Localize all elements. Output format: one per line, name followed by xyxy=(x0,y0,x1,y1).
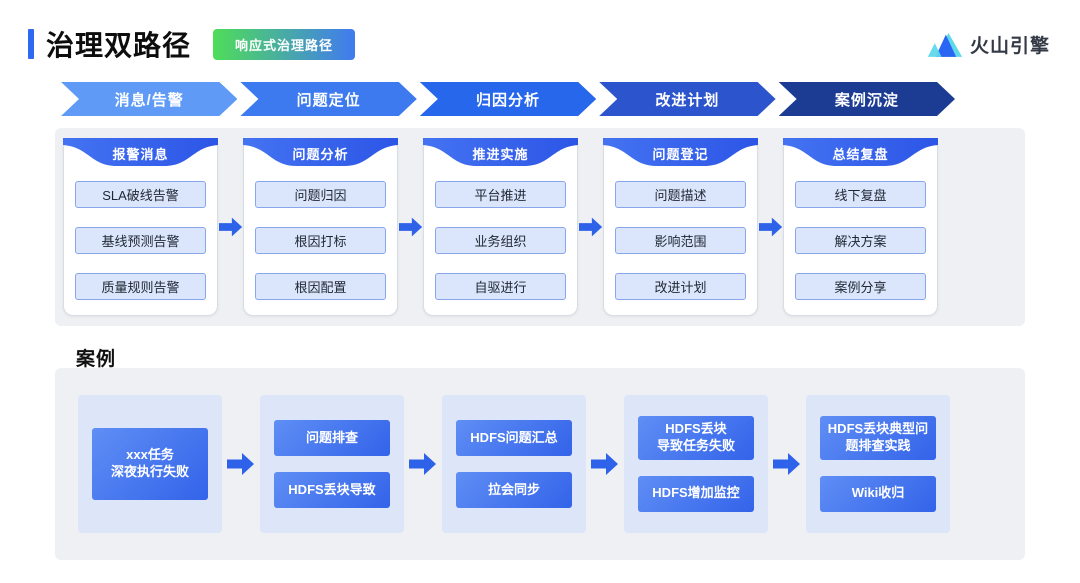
flow-step-attribution: 归因分析 xyxy=(420,82,596,116)
case-section-label: 案例 xyxy=(76,349,117,370)
case-group-summary: HDFS问题汇总 拉会同步 xyxy=(442,395,586,533)
arrow-right-icon xyxy=(773,453,800,475)
flow-step-label: 归因分析 xyxy=(476,91,541,109)
arrow-slot xyxy=(404,452,442,476)
arrow-right-icon xyxy=(227,453,254,475)
case-box: Wiki收归 xyxy=(820,475,936,512)
case-box: HDFS丢块 导致任务失败 xyxy=(638,416,754,460)
mountain-icon xyxy=(927,32,963,57)
arrow-slot xyxy=(218,216,243,238)
path-card-alerts: 报警消息 SLA破线告警 基线预测告警 质量规则告警 xyxy=(63,138,218,316)
flow-step-label: 消息/告警 xyxy=(114,91,184,109)
flow-step-improve: 改进计划 xyxy=(599,82,775,116)
case-group-incident: xxx任务 深夜执行失败 xyxy=(78,395,222,533)
card-item: 自驱进行 xyxy=(435,273,566,300)
card-ribbon: 总结复盘 xyxy=(783,138,938,168)
card-item: 根因打标 xyxy=(255,227,386,254)
flow-step-label: 案例沉淀 xyxy=(834,91,899,109)
arrow-slot xyxy=(398,216,423,238)
case-box: xxx任务 深夜执行失败 xyxy=(92,428,208,500)
card-item: 问题描述 xyxy=(615,181,746,208)
path-card-execution: 推进实施 平台推进 业务组织 自驱进行 xyxy=(423,138,578,316)
arrow-right-icon xyxy=(578,217,602,237)
flow-step-label: 改进计划 xyxy=(655,91,720,109)
governance-panel: 报警消息 SLA破线告警 基线预测告警 质量规则告警 问题分析 问题归因 根因打… xyxy=(55,128,1025,326)
arrow-slot xyxy=(222,452,260,476)
page-title: 治理双路径 xyxy=(46,30,192,61)
path-card-register: 问题登记 问题描述 影响范围 改进计划 xyxy=(603,138,758,316)
flow-step-alert: 消息/告警 xyxy=(61,82,237,116)
title-accent-bar xyxy=(28,29,34,59)
case-box: HDFS丢块导致 xyxy=(274,472,390,508)
card-title: 报警消息 xyxy=(112,147,169,162)
case-box: HDFS问题汇总 xyxy=(456,420,572,456)
card-item: 基线预测告警 xyxy=(75,227,206,254)
card-item: 线下复盘 xyxy=(795,181,926,208)
case-box: 拉会同步 xyxy=(456,472,572,508)
card-ribbon: 问题分析 xyxy=(243,138,398,168)
arrow-right-icon xyxy=(409,453,436,475)
flow-step-case: 案例沉淀 xyxy=(779,82,955,116)
card-item: 平台推进 xyxy=(435,181,566,208)
card-ribbon: 问题登记 xyxy=(603,138,758,168)
card-item: 影响范围 xyxy=(615,227,746,254)
arrow-slot xyxy=(578,216,603,238)
volcano-engine-logo: 火山引擎 xyxy=(927,29,1050,59)
arrow-right-icon xyxy=(591,453,618,475)
header: 治理双路径 响应式治理路径 火山引擎 xyxy=(28,24,1050,64)
card-item: 根因配置 xyxy=(255,273,386,300)
arrow-right-icon xyxy=(218,217,242,237)
arrow-slot xyxy=(768,452,806,476)
arrow-right-icon xyxy=(758,217,782,237)
case-group-troubleshoot: 问题排查 HDFS丢块导致 xyxy=(260,395,404,533)
case-group-register: HDFS丢块 导致任务失败 HDFS增加监控 xyxy=(624,395,768,533)
path-card-analysis: 问题分析 问题归因 根因打标 根因配置 xyxy=(243,138,398,316)
card-item: SLA破线告警 xyxy=(75,181,206,208)
response-path-badge: 响应式治理路径 xyxy=(213,28,356,60)
case-group-archive: HDFS丢块典型问 题排查实践 Wiki收归 xyxy=(806,395,950,533)
case-box: 问题排查 xyxy=(274,420,390,456)
card-title: 推进实施 xyxy=(472,147,529,162)
logo-text: 火山引擎 xyxy=(969,35,1050,57)
card-item: 改进计划 xyxy=(615,273,746,300)
card-item: 质量规则告警 xyxy=(75,273,206,300)
card-item: 问题归因 xyxy=(255,181,386,208)
card-ribbon: 报警消息 xyxy=(63,138,218,168)
arrow-right-icon xyxy=(398,217,422,237)
case-panel: xxx任务 深夜执行失败 问题排查 HDFS丢块导致 HDFS问题汇总 拉会同步… xyxy=(55,368,1025,560)
card-ribbon: 推进实施 xyxy=(423,138,578,168)
flow-steps: 消息/告警 问题定位 归因分析 改进计划 案例沉淀 xyxy=(61,82,955,116)
card-title: 问题分析 xyxy=(292,147,349,162)
title-block: 治理双路径 响应式治理路径 xyxy=(28,24,356,64)
card-item: 案例分享 xyxy=(795,273,926,300)
arrow-slot xyxy=(586,452,624,476)
flow-step-locate: 问题定位 xyxy=(240,82,416,116)
case-box: HDFS丢块典型问 题排查实践 xyxy=(820,416,936,460)
card-title: 问题登记 xyxy=(652,147,709,162)
card-item: 业务组织 xyxy=(435,227,566,254)
card-title: 总结复盘 xyxy=(832,147,889,162)
path-card-review: 总结复盘 线下复盘 解决方案 案例分享 xyxy=(783,138,938,316)
card-item: 解决方案 xyxy=(795,227,926,254)
flow-step-label: 问题定位 xyxy=(296,91,361,109)
arrow-slot xyxy=(758,216,783,238)
case-box: HDFS增加监控 xyxy=(638,475,754,512)
